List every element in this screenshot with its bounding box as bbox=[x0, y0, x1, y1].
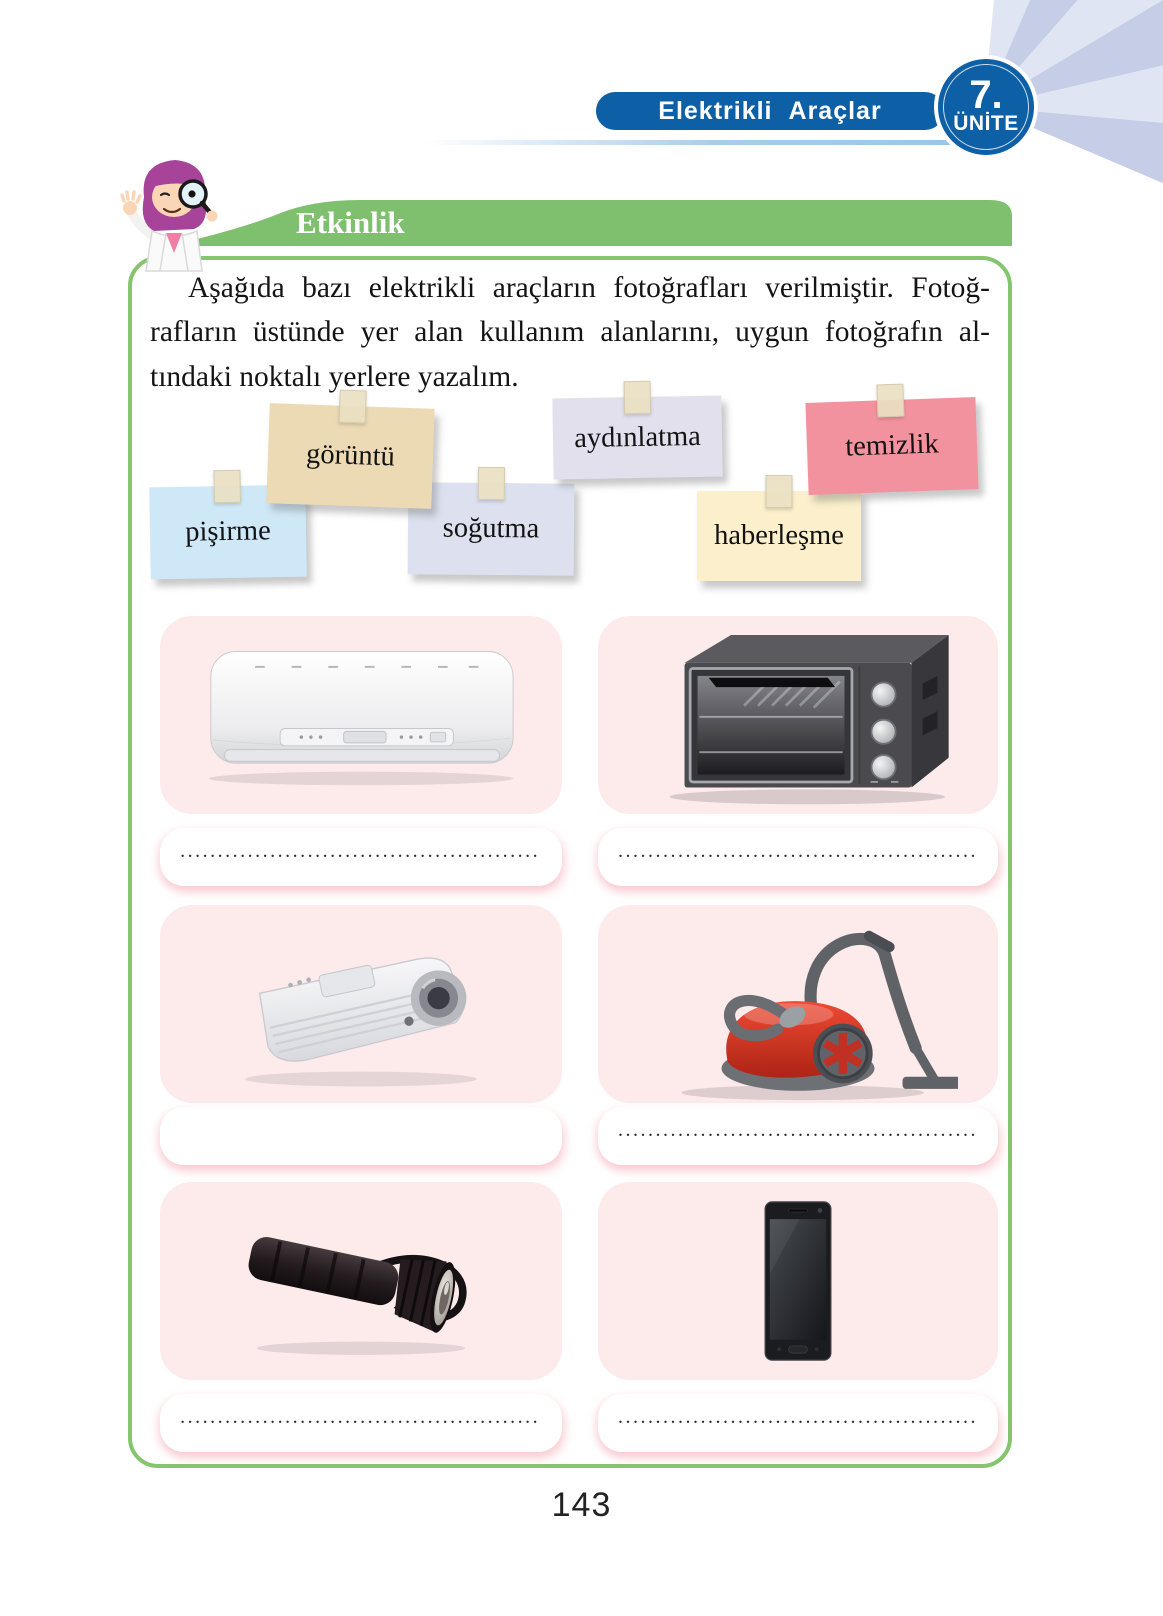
dotted-line: ........................................… bbox=[618, 1118, 978, 1141]
photo-card-vacuum-cleaner bbox=[598, 905, 998, 1103]
answer-blank-smartphone: ........................................… bbox=[598, 1394, 998, 1452]
sticky-note-goruntu: görüntü bbox=[266, 389, 435, 509]
note-label: haberleşme bbox=[714, 520, 844, 551]
dotted-line: ........................................… bbox=[618, 1405, 978, 1428]
dotted-line: ........................................… bbox=[618, 839, 978, 862]
photo-card-flashlight bbox=[160, 1182, 562, 1380]
photo-card-air-conditioner bbox=[160, 616, 562, 814]
note-label: aydınlatma bbox=[573, 420, 702, 454]
tape-icon bbox=[765, 475, 793, 508]
instruction-line: tındaki noktalı yerlere yazalım. bbox=[150, 360, 519, 393]
tape-icon bbox=[876, 383, 905, 418]
vacuum-cleaner-image bbox=[681, 930, 958, 1101]
answer-blank-vacuum-cleaner: ........................................… bbox=[598, 1107, 998, 1165]
activity-banner bbox=[168, 200, 1012, 246]
chapter-title: Elektrikli Araçlar bbox=[658, 96, 882, 125]
answer-blank-projector bbox=[160, 1107, 562, 1165]
answer-blank-air-conditioner: ........................................… bbox=[160, 828, 562, 886]
unit-word: ÜNİTE bbox=[953, 112, 1019, 135]
answer-blank-toaster-oven: ........................................… bbox=[598, 828, 998, 886]
projector-image bbox=[245, 957, 477, 1087]
note-label: görüntü bbox=[305, 438, 396, 473]
instruction-line: rafların üstünde yer alan kullanım alanl… bbox=[150, 316, 990, 349]
tape-icon bbox=[213, 469, 241, 504]
sticky-note-temizlik: temizlik bbox=[805, 383, 979, 495]
tape-icon bbox=[623, 380, 651, 415]
note-label: temizlik bbox=[844, 428, 940, 463]
note-label: soğutma bbox=[442, 512, 540, 545]
header-rule bbox=[424, 140, 952, 145]
flashlight-image bbox=[248, 1237, 467, 1355]
air-conditioner-image bbox=[208, 650, 514, 786]
answer-blank-flashlight: ........................................… bbox=[160, 1394, 562, 1452]
tape-icon bbox=[338, 389, 367, 424]
photo-card-smartphone bbox=[598, 1182, 998, 1380]
instruction-paragraph: Aşağıda bazı elektrikli araçların fotoğr… bbox=[150, 266, 990, 399]
unit-number: 7. bbox=[969, 73, 1003, 117]
dotted-line: ........................................… bbox=[180, 1405, 541, 1428]
sticky-note-sogutma: soğutma bbox=[407, 466, 575, 576]
sticky-note-aydinlatma: aydınlatma bbox=[552, 380, 723, 480]
smartphone-image bbox=[764, 1201, 832, 1361]
chapter-title-pill: Elektrikli Araçlar bbox=[596, 92, 944, 130]
dotted-line: ........................................… bbox=[180, 839, 541, 862]
sticky-note-haberlesme: haberleşme bbox=[697, 475, 861, 581]
toaster-oven-image bbox=[669, 635, 949, 805]
photo-card-projector bbox=[160, 905, 562, 1103]
instruction-line: Aşağıda bazı elektrikli araçların fotoğr… bbox=[188, 272, 990, 304]
tape-icon bbox=[477, 466, 506, 501]
photo-card-toaster-oven bbox=[598, 616, 998, 814]
unit-badge: 7. ÜNİTE bbox=[934, 55, 1038, 159]
activity-banner-label: Etkinlik bbox=[296, 205, 405, 240]
note-label: pişirme bbox=[184, 515, 272, 548]
scientist-mascot-icon bbox=[120, 160, 218, 272]
page-number: 143 bbox=[551, 1486, 612, 1524]
